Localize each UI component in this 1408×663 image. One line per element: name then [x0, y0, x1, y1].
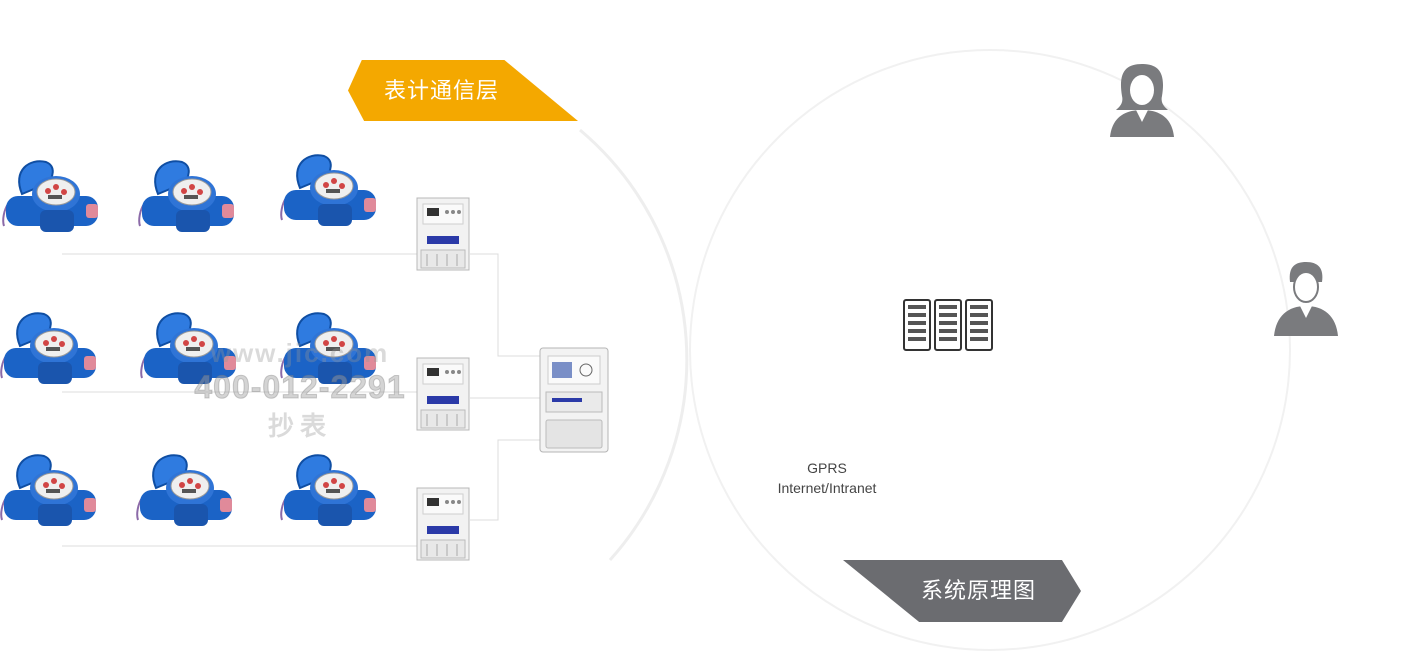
- backdrop-arc-left: [579, 128, 689, 562]
- water-meter-icon: [280, 454, 377, 527]
- meter-layer-label: 表计通信层: [384, 78, 500, 103]
- electric-collector-icon: [416, 487, 470, 561]
- user-icon: [1110, 64, 1174, 137]
- water-meter-icon: [138, 160, 235, 233]
- water-meter-icon: [2, 160, 99, 233]
- water-meter-icon: [280, 312, 377, 385]
- water-meter-icon: [0, 312, 97, 385]
- server-rack-icon: [934, 299, 962, 351]
- electric-collector-icon: [416, 197, 470, 271]
- network-label: GPRS Internet/Intranet: [760, 458, 894, 498]
- water-meter-icon: [140, 312, 237, 385]
- electric-collector-icon: [416, 357, 470, 431]
- server-rack-icon: [903, 299, 931, 351]
- water-meter-icon: [0, 454, 97, 527]
- water-meter-icon: [280, 154, 377, 227]
- water-meter-icon: [136, 454, 233, 527]
- backdrop-circle-right: [689, 49, 1291, 651]
- connection-lines: [62, 253, 540, 547]
- user-icon: [1274, 262, 1338, 336]
- system-diagram-label: 系统原理图: [921, 578, 1037, 603]
- data-concentrator-icon: [539, 347, 609, 453]
- server-rack-icon: [965, 299, 993, 351]
- gprs-label: GPRS: [807, 460, 847, 476]
- internet-label: Internet/Intranet: [777, 480, 877, 496]
